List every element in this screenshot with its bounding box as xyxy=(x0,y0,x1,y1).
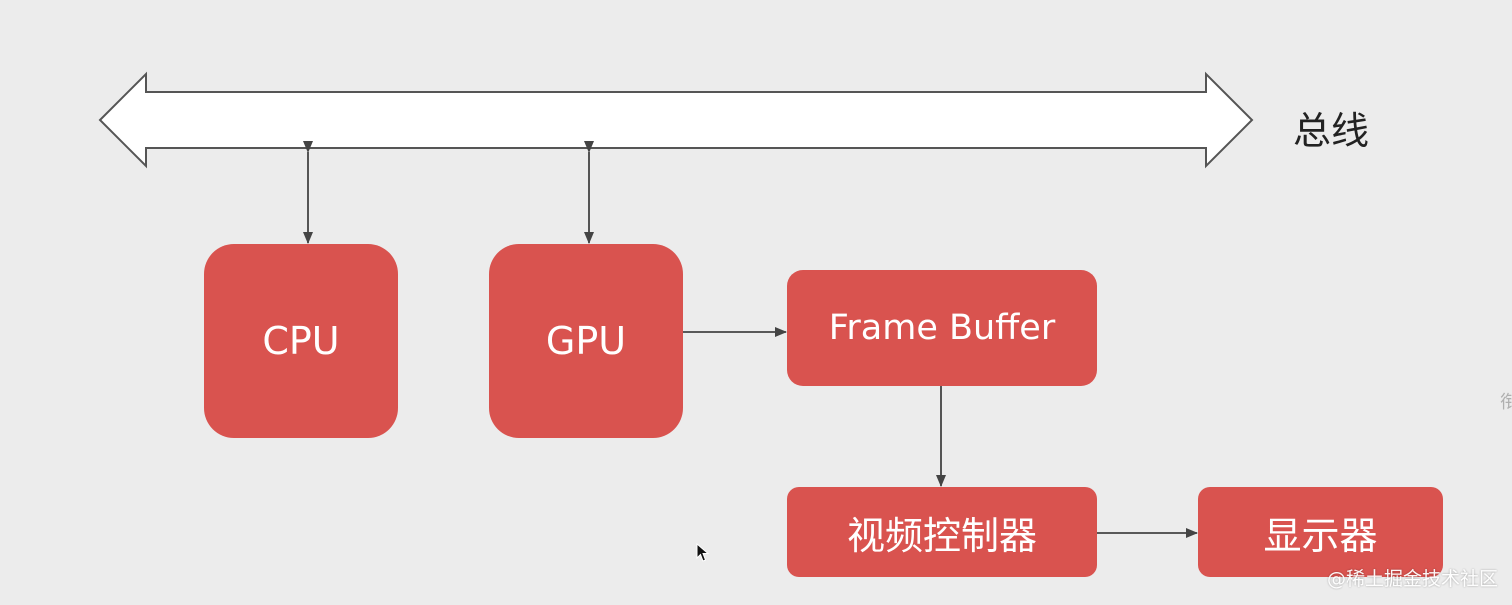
display-label: 显示器 xyxy=(1263,513,1378,558)
frame-buffer-node: Frame Buffer xyxy=(787,270,1097,386)
watermark: @稀土掘金技术社区 xyxy=(1326,568,1498,590)
cpu-label: CPU xyxy=(262,319,340,363)
video-controller-label: 视频控制器 xyxy=(846,513,1037,558)
gpu-node: GPU xyxy=(489,244,683,438)
cpu-node: CPU xyxy=(204,244,398,438)
bus-label: 总线 xyxy=(1293,109,1370,153)
display-node: 显示器 xyxy=(1198,487,1443,577)
gpu-label: GPU xyxy=(545,319,627,363)
mouse-cursor-icon xyxy=(696,543,710,562)
bus-arrow xyxy=(98,71,1254,169)
video-controller-node: 视频控制器 xyxy=(787,487,1097,577)
edge-glyph: 衔 xyxy=(1500,392,1512,413)
frame-buffer-label: Frame Buffer xyxy=(828,308,1056,348)
